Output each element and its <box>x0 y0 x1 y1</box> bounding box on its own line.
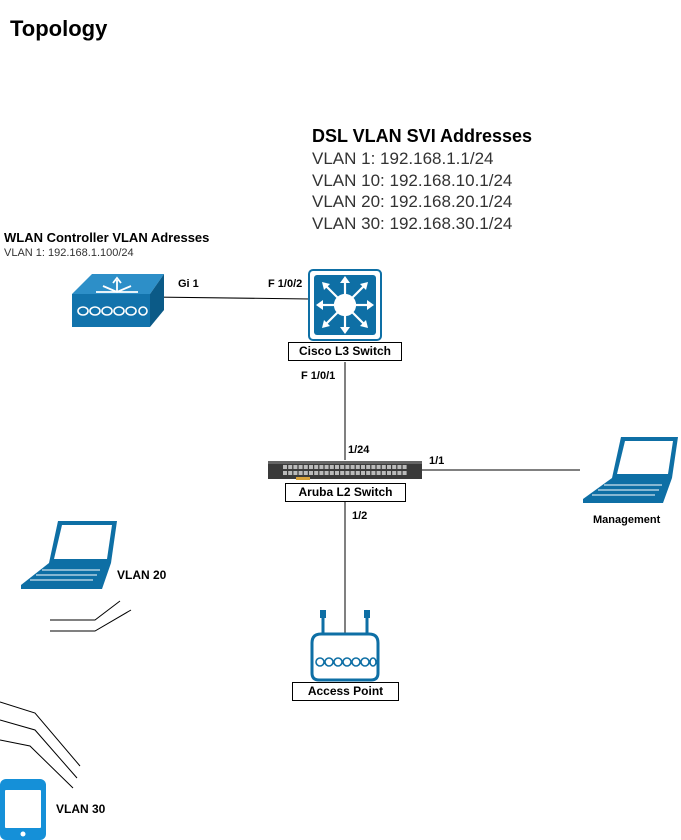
wlan-controller-icon <box>72 274 164 327</box>
switch-port <box>371 465 376 469</box>
switch-port <box>298 465 303 469</box>
switch-port <box>350 471 355 475</box>
port-l2-124: 1/24 <box>348 444 370 456</box>
switch-port <box>329 471 334 475</box>
port-l2-11: 1/1 <box>429 455 445 467</box>
switch-port <box>298 471 303 475</box>
switch-port <box>309 465 313 469</box>
switch-port <box>335 465 339 469</box>
switch-port <box>350 465 355 469</box>
link-wlc-l3 <box>149 296 311 300</box>
l3-switch-label: Cisco L3 Switch <box>288 342 402 361</box>
page-title: Topology <box>10 16 108 41</box>
wlan-heading: WLAN Controller VLAN Adresses <box>4 230 210 245</box>
access-point-label: Access Point <box>292 682 399 701</box>
switch-port <box>319 465 324 469</box>
switch-port <box>387 471 391 475</box>
dsl-vlan10: VLAN 10: 192.168.10.1/24 <box>312 171 513 190</box>
management-label: Management <box>593 514 661 526</box>
vlan30-label: VLAN 30 <box>56 802 106 816</box>
port-l2-12: 1/2 <box>352 510 368 522</box>
switch-port <box>314 465 319 469</box>
vlan20-label: VLAN 20 <box>117 568 167 582</box>
switch-port <box>288 465 293 469</box>
switch-port <box>303 465 308 469</box>
switch-port <box>381 471 386 475</box>
switch-port <box>397 465 402 469</box>
l2-switch-label: Aruba L2 Switch <box>285 483 406 502</box>
switch-port <box>324 465 329 469</box>
switch-port <box>392 471 397 475</box>
switch-port <box>366 471 371 475</box>
switch-port <box>319 471 324 475</box>
switch-port <box>324 471 329 475</box>
port-wlc-gi1: Gi 1 <box>178 278 199 290</box>
access-point-icon <box>310 610 380 682</box>
wireless-lines-vlan20 <box>50 600 132 632</box>
l3-switch-icon <box>308 269 382 341</box>
switch-port <box>402 465 407 469</box>
switch-port <box>283 471 287 475</box>
switch-port <box>355 465 360 469</box>
switch-port <box>366 465 371 469</box>
port-l3-f102: F 1/0/2 <box>268 278 303 290</box>
switch-port <box>283 465 287 469</box>
switch-port <box>314 471 319 475</box>
switch-port <box>355 471 360 475</box>
switch-port <box>361 465 365 469</box>
laptop-management-icon <box>583 437 678 503</box>
switch-port <box>329 465 334 469</box>
switch-port <box>371 471 376 475</box>
switch-port <box>340 471 345 475</box>
switch-port <box>361 471 365 475</box>
wlan-vlan1: VLAN 1: 192.168.1.100/24 <box>4 247 134 259</box>
switch-port <box>293 465 298 469</box>
dsl-vlan20: VLAN 20: 192.168.20.1/24 <box>312 192 513 211</box>
dsl-heading: DSL VLAN SVI Addresses <box>312 126 533 146</box>
switch-port <box>376 471 381 475</box>
switch-port <box>309 471 313 475</box>
switch-port <box>303 471 308 475</box>
switch-port <box>288 471 293 475</box>
switch-port <box>376 465 381 469</box>
switch-port <box>345 465 350 469</box>
laptop-vlan20-icon <box>21 521 117 589</box>
l2-switch-icon <box>268 461 422 480</box>
switch-port <box>397 471 402 475</box>
dsl-vlan1: VLAN 1: 192.168.1.1/24 <box>312 149 494 168</box>
wireless-lines-vlan30 <box>0 701 81 789</box>
switch-port <box>402 471 407 475</box>
dsl-vlan30: VLAN 30: 192.168.30.1/24 <box>312 214 513 233</box>
switch-port <box>387 465 391 469</box>
switch-port <box>293 471 298 475</box>
switch-port <box>381 465 386 469</box>
switch-port <box>335 471 339 475</box>
switch-port <box>345 471 350 475</box>
port-l3-f101: F 1/0/1 <box>301 370 336 382</box>
switch-port <box>340 465 345 469</box>
switch-port <box>392 465 397 469</box>
phone-vlan30-icon <box>0 779 46 840</box>
